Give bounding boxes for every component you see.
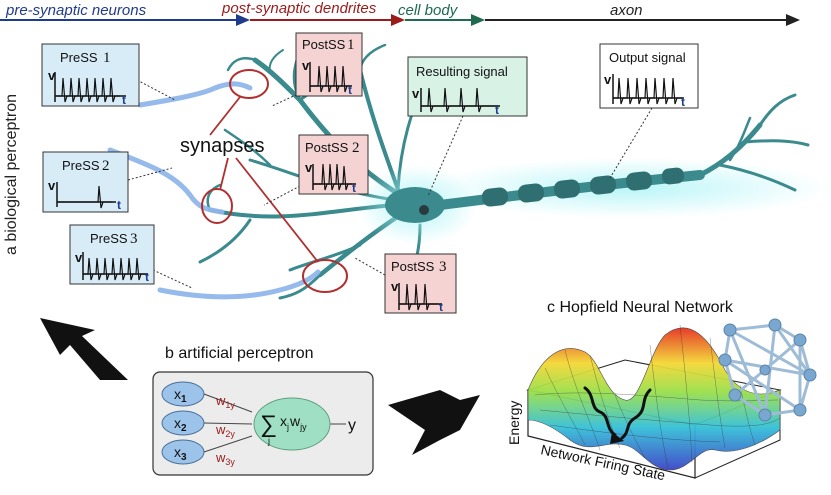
- artificial-title: b artificial perceptron: [165, 345, 314, 362]
- header-post-label: post-synaptic dendrites: [221, 0, 377, 17]
- press1-axis-v: v: [48, 68, 56, 83]
- press3-label: PreSS: [90, 231, 128, 246]
- press1-axis-t: t: [122, 93, 126, 107]
- svg-text:w3y: w3y: [215, 450, 235, 467]
- press3-box: PreSS 3 v t: [69, 224, 155, 285]
- svg-text:xjwjy: xjwjy: [280, 413, 307, 432]
- postss3-axis-t: t: [439, 300, 443, 314]
- postss1-axis-t: t: [348, 83, 352, 97]
- output-signal-box: Output signal v t: [599, 43, 699, 109]
- header-axon-label: axon: [610, 2, 643, 19]
- press3-axis-v: v: [75, 250, 83, 265]
- resulting-signal-box: Resulting signal v t: [407, 56, 528, 117]
- postss2-axis-v: v: [305, 160, 313, 175]
- hopfield-landscape: Energy Network Firing State: [506, 318, 817, 483]
- summation-node: [253, 397, 331, 451]
- neuron: [198, 43, 830, 300]
- sum-index: j: [267, 436, 270, 446]
- press1-box: PreSS 1 v t: [41, 43, 140, 107]
- synapse-pointers: [209, 96, 319, 263]
- synapses-label: synapses: [180, 135, 265, 157]
- output-axis-t: t: [681, 95, 685, 109]
- press2-label: PreSS: [62, 158, 100, 173]
- hopfield-ylabel: Energy: [506, 401, 522, 445]
- postss3-axis-v: v: [391, 279, 399, 294]
- svg-text:x3: x3: [174, 444, 187, 463]
- output-signal-label: Output signal: [609, 50, 686, 65]
- postss1-num: 1: [347, 37, 355, 53]
- svg-text:w1y: w1y: [215, 393, 235, 410]
- postss2-num: 2: [352, 140, 360, 156]
- press2-axis-v: v: [48, 178, 56, 193]
- output-y: y: [348, 417, 356, 434]
- resulting-axis-t: t: [495, 103, 499, 117]
- postss2-axis-t: t: [352, 181, 356, 195]
- synapse-rings: [201, 69, 348, 293]
- press2-axis-t: t: [117, 198, 121, 212]
- press1-num: 1: [103, 50, 111, 66]
- postss3-box: PostSS 3 v t: [384, 253, 457, 314]
- press1-label: PreSS: [60, 50, 98, 65]
- hopfield-title: c Hopfield Neural Network: [547, 299, 734, 316]
- arrow-to-hopfield-icon: [388, 390, 480, 455]
- header-body-label: cell body: [398, 2, 459, 19]
- artificial-perceptron-panel: x1 x2 x3 w1y w2y w3y ∑ j xjwjy y: [152, 371, 374, 476]
- postss2-box: PostSS 2 v t: [298, 134, 369, 195]
- svg-text:x1: x1: [174, 386, 187, 405]
- output-axis-v: v: [604, 72, 612, 87]
- press2-box: PreSS 2 v t: [42, 151, 129, 213]
- header-pre-label: pre-synaptic neurons: [5, 2, 147, 19]
- svg-text:x2: x2: [174, 415, 187, 434]
- press2-num: 2: [102, 158, 110, 174]
- postss1-label: PostSS: [302, 37, 346, 52]
- resulting-signal-label: Resulting signal: [416, 64, 508, 79]
- sum-symbol: ∑: [260, 411, 277, 438]
- press3-axis-t: t: [145, 270, 149, 284]
- svg-text:w2y: w2y: [215, 422, 235, 439]
- arrow-to-artificial-icon: [40, 318, 128, 380]
- side-label: a biological perceptron: [3, 94, 20, 255]
- postss1-box: PostSS 1 v t: [295, 32, 363, 97]
- postss1-axis-v: v: [302, 58, 310, 73]
- pre-synaptic-fibers: [107, 81, 321, 300]
- resulting-axis-v: v: [412, 86, 420, 101]
- postss3-label: PostSS: [391, 259, 435, 274]
- press3-num: 3: [130, 231, 138, 247]
- postss3-num: 3: [439, 259, 447, 275]
- signal-connectors: [127, 79, 653, 289]
- postss2-label: PostSS: [305, 140, 349, 155]
- header-timeline: pre-synaptic neurons post-synaptic dendr…: [0, 0, 800, 26]
